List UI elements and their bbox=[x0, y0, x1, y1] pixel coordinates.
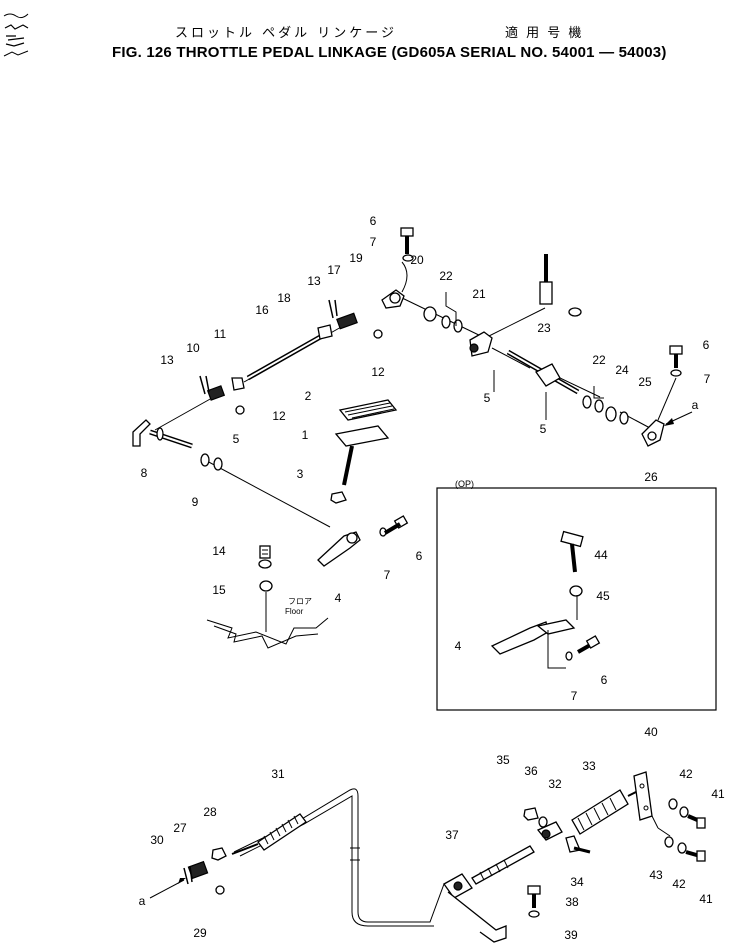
part-callout-27: 27 bbox=[173, 821, 187, 835]
part-callout-23: 23 bbox=[537, 321, 551, 335]
japanese-applicable-serial-note: 適 用 号 機 bbox=[505, 26, 584, 41]
part-callout-5: 5 bbox=[540, 422, 547, 436]
margin-scribble bbox=[2, 6, 32, 67]
nut-3 bbox=[330, 491, 347, 504]
pedal-pad-2 bbox=[338, 399, 398, 421]
part-callout-4: 4 bbox=[455, 639, 462, 653]
part-callout-7: 7 bbox=[384, 568, 391, 582]
part-callout-4: 4 bbox=[335, 591, 342, 605]
part-callout-41: 41 bbox=[699, 892, 713, 906]
lever-4 bbox=[317, 531, 361, 567]
part-callout-11: 11 bbox=[214, 327, 227, 341]
part-callout-7: 7 bbox=[370, 235, 377, 249]
part-callout-18: 18 bbox=[277, 291, 291, 305]
part-callout-30: 30 bbox=[150, 833, 164, 847]
part-callout-7: 7 bbox=[704, 372, 711, 386]
part-callout-7: 7 bbox=[571, 689, 578, 703]
part-callout-16: 16 bbox=[255, 303, 269, 317]
floor-label-jp: フロア bbox=[288, 597, 312, 606]
part-callout-1: 1 bbox=[302, 428, 309, 442]
lever-21 bbox=[469, 254, 582, 357]
part-callout-22: 22 bbox=[439, 269, 453, 283]
part-callout-22: 22 bbox=[592, 353, 606, 367]
part-callout-15: 15 bbox=[212, 583, 226, 597]
bracket-40 bbox=[633, 771, 671, 837]
part-callout-26: 26 bbox=[644, 470, 658, 484]
part-callout-6: 6 bbox=[601, 673, 608, 687]
part-callout-29: 29 bbox=[193, 926, 207, 940]
japanese-title: スロットル ペダル リンケージ bbox=[175, 26, 398, 41]
lever-26 bbox=[641, 419, 665, 447]
part-callout-12: 12 bbox=[371, 365, 385, 379]
bracket-37 bbox=[443, 845, 535, 943]
part-callout-25: 25 bbox=[638, 375, 652, 389]
part-callout-45: 45 bbox=[596, 589, 610, 603]
part-callout-32: 32 bbox=[548, 777, 562, 791]
option-box-label: (OP) bbox=[455, 479, 474, 489]
part-callout-44: 44 bbox=[594, 548, 608, 562]
part-callout-12: 12 bbox=[272, 409, 286, 423]
part-callout-24: 24 bbox=[615, 363, 629, 377]
part-callout-28: 28 bbox=[203, 805, 217, 819]
part-callout-13: 13 bbox=[160, 353, 174, 367]
part-callout-8: 8 bbox=[141, 466, 148, 480]
part-callout-34: 34 bbox=[570, 875, 584, 889]
part-callout-10: 10 bbox=[186, 341, 200, 355]
joint-17 bbox=[336, 312, 358, 330]
part-callout-6: 6 bbox=[370, 214, 377, 228]
figure-title: FIG. 126 THROTTLE PEDAL LINKAGE (GD605A … bbox=[112, 44, 667, 61]
part-callout-31: 31 bbox=[271, 767, 285, 781]
spring-33 bbox=[571, 787, 645, 835]
option-box bbox=[436, 487, 717, 711]
lever-19 bbox=[381, 261, 408, 309]
part-callout-21: 21 bbox=[472, 287, 486, 301]
part-callout-13: 13 bbox=[307, 274, 321, 288]
part-callout-36: 36 bbox=[524, 764, 538, 778]
part-callout-6: 6 bbox=[416, 549, 423, 563]
part-callout-6: 6 bbox=[703, 338, 710, 352]
cable-31-threaded-end bbox=[257, 813, 307, 851]
part-callout-39: 39 bbox=[564, 928, 578, 942]
part-callout-a: a bbox=[692, 398, 699, 412]
shaft-8 bbox=[132, 419, 193, 449]
part-callout-20: 20 bbox=[410, 253, 424, 267]
shaft-23 bbox=[506, 349, 580, 395]
part-callout-a: a bbox=[139, 894, 146, 908]
part-callout-17: 17 bbox=[327, 263, 341, 277]
floor-label: Floor bbox=[285, 607, 304, 616]
part-callout-42: 42 bbox=[679, 767, 693, 781]
throttle-cable-assembly bbox=[149, 771, 706, 943]
part-callout-37: 37 bbox=[445, 828, 459, 842]
part-callout-5: 5 bbox=[233, 432, 240, 446]
part-callout-33: 33 bbox=[582, 759, 596, 773]
part-callout-43: 43 bbox=[649, 868, 663, 882]
part-callout-19: 19 bbox=[349, 251, 363, 265]
part-callout-14: 14 bbox=[212, 544, 226, 558]
part-callout-42: 42 bbox=[672, 877, 686, 891]
part-callout-41: 41 bbox=[711, 787, 725, 801]
part-callout-40: 40 bbox=[644, 725, 658, 739]
part-callout-3: 3 bbox=[297, 467, 304, 481]
rod-16 bbox=[246, 333, 324, 381]
part-callout-38: 38 bbox=[565, 895, 579, 909]
part-callout-5: 5 bbox=[484, 391, 491, 405]
joint-10 bbox=[206, 385, 226, 401]
upper-linkage bbox=[132, 227, 693, 567]
part-callout-2: 2 bbox=[305, 389, 312, 403]
bolt-6-lower bbox=[383, 515, 409, 535]
floor-stop bbox=[206, 545, 329, 649]
pedal-1 bbox=[334, 425, 390, 486]
part-callout-35: 35 bbox=[496, 753, 510, 767]
part-callout-9: 9 bbox=[192, 495, 199, 509]
